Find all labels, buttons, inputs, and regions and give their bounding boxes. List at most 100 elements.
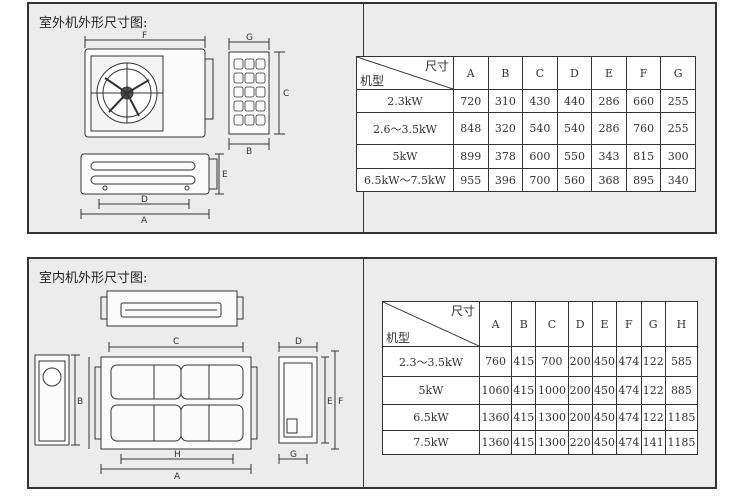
value-cell: 560: [556, 168, 593, 192]
column-header: D: [567, 301, 593, 347]
dim-label-g: G: [290, 450, 297, 460]
value-cell: 122: [640, 376, 666, 405]
table-row: 2.3kW 720 310 430 440 286 660 255: [356, 89, 696, 113]
value-cell: 815: [625, 144, 662, 169]
value-cell: 885: [664, 376, 699, 405]
value-cell: 340: [660, 168, 696, 192]
indoor-unit-drawing: C B H A D E F G: [34, 290, 343, 482]
column-header: A: [478, 301, 513, 347]
dim-label-f: F: [338, 397, 343, 407]
dim-label-e: E: [327, 397, 333, 407]
outdoor-unit-drawing: F G B C E D A: [80, 31, 289, 226]
table-row: 6.5kW～7.5kW 955 396 700 560 368 895 340: [356, 168, 696, 192]
table-row: 2.3～3.5kW 760 415 700 200 450 474 122 58…: [382, 346, 699, 377]
value-cell: 320: [487, 112, 524, 145]
value-cell: 540: [556, 112, 593, 145]
dim-label-d: D: [295, 337, 302, 347]
value-cell: 396: [487, 168, 524, 192]
column-header: A: [453, 56, 489, 90]
value-cell: 200: [567, 404, 593, 431]
corner-size-label: 尺寸: [424, 59, 449, 73]
column-header: F: [616, 301, 642, 347]
model-cell: 5kW: [356, 144, 454, 169]
value-cell: 1300: [535, 430, 569, 455]
dim-label-h: H: [174, 450, 181, 460]
model-cell: 2.6～3.5kW: [356, 112, 454, 145]
column-header: B: [487, 56, 524, 90]
indoor-panel-title: 室内机外形尺寸图:: [39, 271, 148, 286]
value-cell: 1360: [478, 430, 513, 455]
value-cell: 141: [640, 430, 666, 455]
value-cell: 122: [640, 346, 666, 377]
dim-label-b: B: [246, 147, 252, 157]
value-cell: 300: [660, 144, 696, 169]
value-cell: 415: [511, 376, 537, 405]
model-cell: 7.5kW: [382, 430, 480, 455]
value-cell: 450: [591, 376, 618, 405]
table-corner-cell: 尺寸 机型: [382, 301, 480, 347]
value-cell: 415: [511, 404, 537, 431]
value-cell: 220: [567, 430, 593, 455]
table-corner-cell: 尺寸 机型: [356, 56, 454, 90]
dim-label-c: C: [283, 89, 289, 99]
value-cell: 343: [591, 144, 627, 169]
dim-label-e: E: [222, 170, 228, 180]
value-cell: 286: [591, 112, 627, 145]
value-cell: 760: [478, 346, 513, 377]
dim-label-b: B: [77, 397, 83, 407]
model-cell: 2.3～3.5kW: [382, 346, 480, 377]
value-cell: 899: [453, 144, 489, 169]
value-cell: 430: [522, 89, 558, 113]
value-cell: 474: [616, 376, 642, 405]
value-cell: 310: [487, 89, 524, 113]
value-cell: 660: [625, 89, 662, 113]
value-cell: 700: [522, 168, 558, 192]
value-cell: 122: [640, 404, 666, 431]
value-cell: 415: [511, 346, 537, 377]
value-cell: 720: [453, 89, 489, 113]
value-cell: 600: [522, 144, 558, 169]
column-header: G: [640, 301, 666, 347]
value-cell: 415: [511, 430, 537, 455]
value-cell: 286: [591, 89, 627, 113]
value-cell: 474: [616, 430, 642, 455]
model-cell: 6.5kW: [382, 404, 480, 431]
value-cell: 200: [567, 376, 593, 405]
panel-divider: [363, 259, 364, 487]
value-cell: 255: [660, 89, 696, 113]
value-cell: 760: [625, 112, 662, 145]
table-row: 7.5kW 1360 415 1300 220 450 474 141 1185: [382, 430, 699, 455]
value-cell: 540: [522, 112, 558, 145]
dim-label-c: C: [173, 337, 179, 347]
value-cell: 474: [616, 346, 642, 377]
outdoor-unit-panel: 室外机外形尺寸图:: [27, 2, 717, 234]
value-cell: 255: [660, 112, 696, 145]
value-cell: 1360: [478, 404, 513, 431]
dim-label-g: G: [246, 33, 253, 43]
column-header: D: [556, 56, 593, 90]
dim-label-a: A: [174, 472, 181, 482]
column-header: C: [522, 56, 558, 90]
table-row: 5kW 899 378 600 550 343 815 300: [356, 144, 696, 169]
value-cell: 450: [591, 346, 618, 377]
value-cell: 700: [535, 346, 569, 377]
value-cell: 474: [616, 404, 642, 431]
value-cell: 1060: [478, 376, 513, 405]
column-header: H: [664, 301, 699, 347]
corner-size-label: 尺寸: [450, 304, 475, 318]
table-row: 5kW 1060 415 1000 200 450 474 122 885: [382, 376, 699, 405]
value-cell: 1185: [664, 404, 699, 431]
value-cell: 368: [591, 168, 627, 192]
dim-label-d: D: [141, 195, 148, 205]
model-cell: 5kW: [382, 376, 480, 405]
model-cell: 2.3kW: [356, 89, 454, 113]
model-cell: 6.5kW～7.5kW: [356, 168, 454, 192]
table-row: 6.5kW 1360 415 1300 200 450 474 122 1185: [382, 404, 699, 431]
corner-model-label: 机型: [386, 331, 411, 345]
column-header: E: [591, 301, 618, 347]
dim-label-f: F: [142, 31, 147, 41]
value-cell: 585: [664, 346, 699, 377]
value-cell: 200: [567, 346, 593, 377]
column-header: E: [591, 56, 627, 90]
column-header: C: [535, 301, 569, 347]
